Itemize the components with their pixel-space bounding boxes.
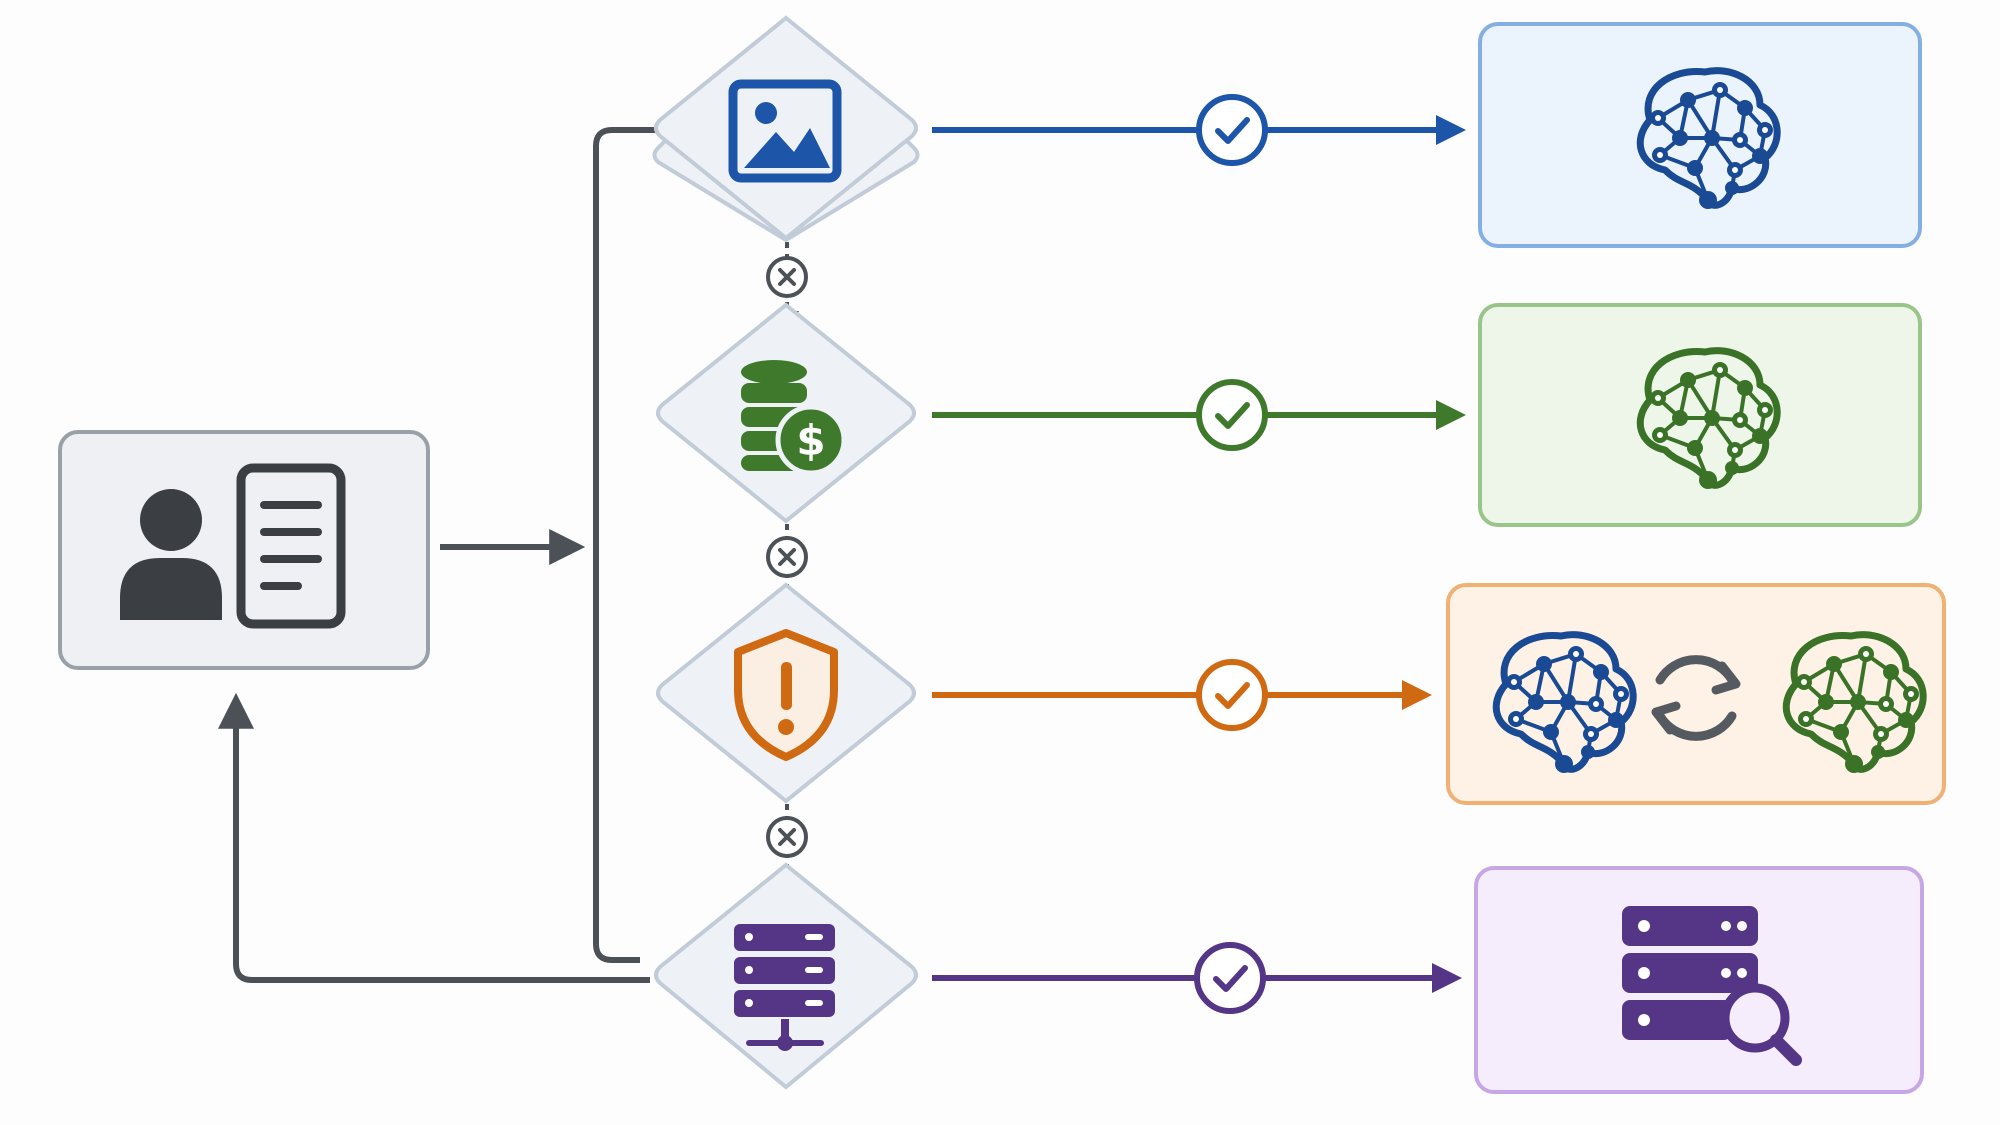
x-circle-icon <box>766 536 808 578</box>
route-finance <box>932 382 1466 448</box>
check-circle-icon <box>1197 945 1263 1011</box>
target-model-green <box>1478 303 1922 527</box>
x-circle-icon <box>766 256 808 298</box>
source-node <box>58 430 430 670</box>
target-model-swap <box>1446 583 1946 805</box>
decision-node-image <box>652 15 920 243</box>
image-icon <box>728 79 842 183</box>
coins-dollar-icon: $ <box>741 360 847 476</box>
person-icon <box>120 489 222 620</box>
route-data <box>932 945 1462 1011</box>
server-network-icon <box>734 924 835 1051</box>
target-data-search <box>1474 866 1924 1094</box>
shield-alert-icon <box>734 629 838 761</box>
check-circle-icon <box>1199 382 1265 448</box>
document-icon <box>236 463 346 629</box>
check-circle-icon <box>1199 97 1265 163</box>
decision-node-data <box>654 862 918 1090</box>
svg-text:$: $ <box>796 416 825 465</box>
x-circle-icon <box>766 816 808 858</box>
route-risk <box>932 662 1432 728</box>
decision-node-finance: $ <box>656 302 916 524</box>
server-search-icon <box>1622 906 1802 1066</box>
decision-node-risk <box>656 582 916 804</box>
vertical-bus <box>593 127 656 963</box>
sync-icon <box>1651 655 1741 741</box>
route-image <box>932 97 1466 163</box>
check-circle-icon <box>1199 662 1265 728</box>
return-loop-arrow <box>218 692 650 983</box>
target-model-blue <box>1478 22 1922 248</box>
